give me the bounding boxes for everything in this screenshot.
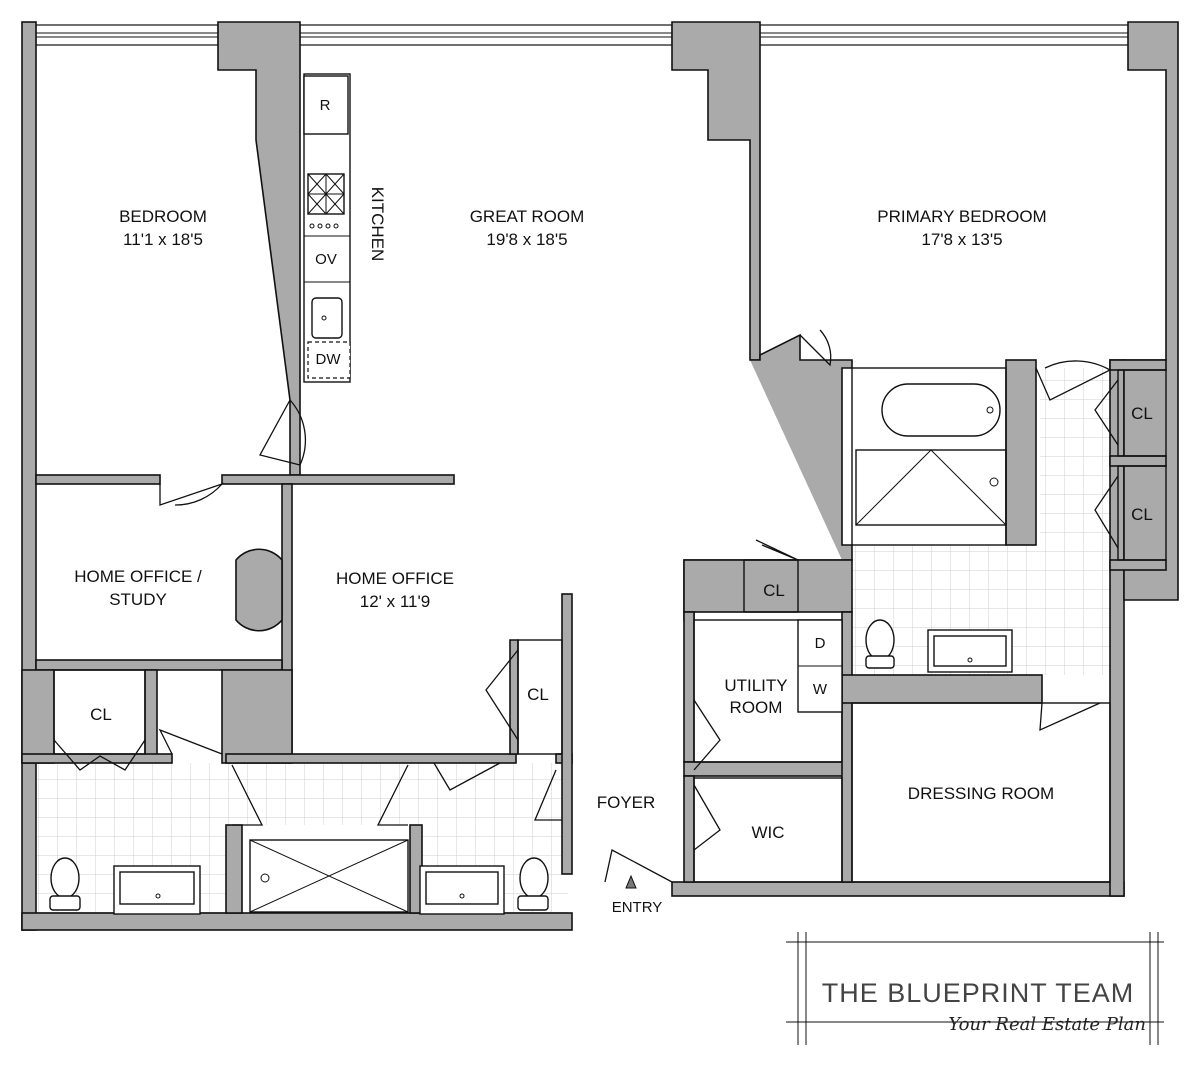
fixtures bbox=[49, 73, 1013, 915]
logo-title: THE BLUEPRINT TEAM bbox=[822, 978, 1135, 1008]
closet-label: CL bbox=[90, 705, 112, 724]
doors bbox=[53, 329, 1119, 883]
bedroom-dims: 11'1 x 18'5 bbox=[123, 230, 203, 249]
closet-label: CL bbox=[1131, 505, 1153, 524]
great-room-dims: 19'8 x 18'5 bbox=[486, 230, 567, 249]
utility-label-line1: UTILITY bbox=[724, 676, 787, 695]
foyer-label: FOYER bbox=[597, 793, 656, 812]
closet-label: CL bbox=[527, 685, 549, 704]
study-label-line1: HOME OFFICE / bbox=[74, 567, 202, 586]
bedroom-name: BEDROOM bbox=[119, 207, 207, 226]
closet-label: CL bbox=[1131, 404, 1153, 423]
dryer-label: D bbox=[815, 635, 826, 652]
kitchen-label: KITCHEN bbox=[368, 187, 387, 262]
study-label-line2: STUDY bbox=[109, 590, 167, 609]
logo-tagline: Your Real Estate Plan bbox=[948, 1014, 1146, 1035]
washer-label: W bbox=[813, 681, 828, 698]
entry-arrow-icon bbox=[625, 874, 637, 889]
primary-bedroom-dims: 17'8 x 13'5 bbox=[921, 230, 1002, 249]
dishwasher-label: DW bbox=[316, 351, 342, 368]
entry-label: ENTRY bbox=[612, 899, 663, 916]
home-office-dims: 12' x 11'9 bbox=[360, 592, 430, 611]
wic-label: WIC bbox=[751, 823, 784, 842]
primary-bedroom-name: PRIMARY BEDROOM bbox=[877, 207, 1046, 226]
oven-label: OV bbox=[315, 251, 337, 268]
utility-label-line2: ROOM bbox=[730, 698, 783, 717]
home-office-name: HOME OFFICE bbox=[336, 569, 454, 588]
window-band bbox=[35, 24, 1131, 46]
blueprint-team-logo: THE BLUEPRINT TEAM Your Real Estate Plan bbox=[786, 932, 1164, 1045]
dressing-room-label: DRESSING ROOM bbox=[908, 784, 1054, 803]
great-room-name: GREAT ROOM bbox=[470, 207, 585, 226]
appliance-labels: R OV DW D W bbox=[315, 97, 828, 698]
closet-label: CL bbox=[763, 581, 785, 600]
refrigerator-label: R bbox=[320, 97, 331, 114]
room-labels: BEDROOM 11'1 x 18'5 GREAT ROOM 19'8 x 18… bbox=[74, 187, 1153, 916]
bathroom-tile-floors bbox=[36, 368, 1110, 913]
